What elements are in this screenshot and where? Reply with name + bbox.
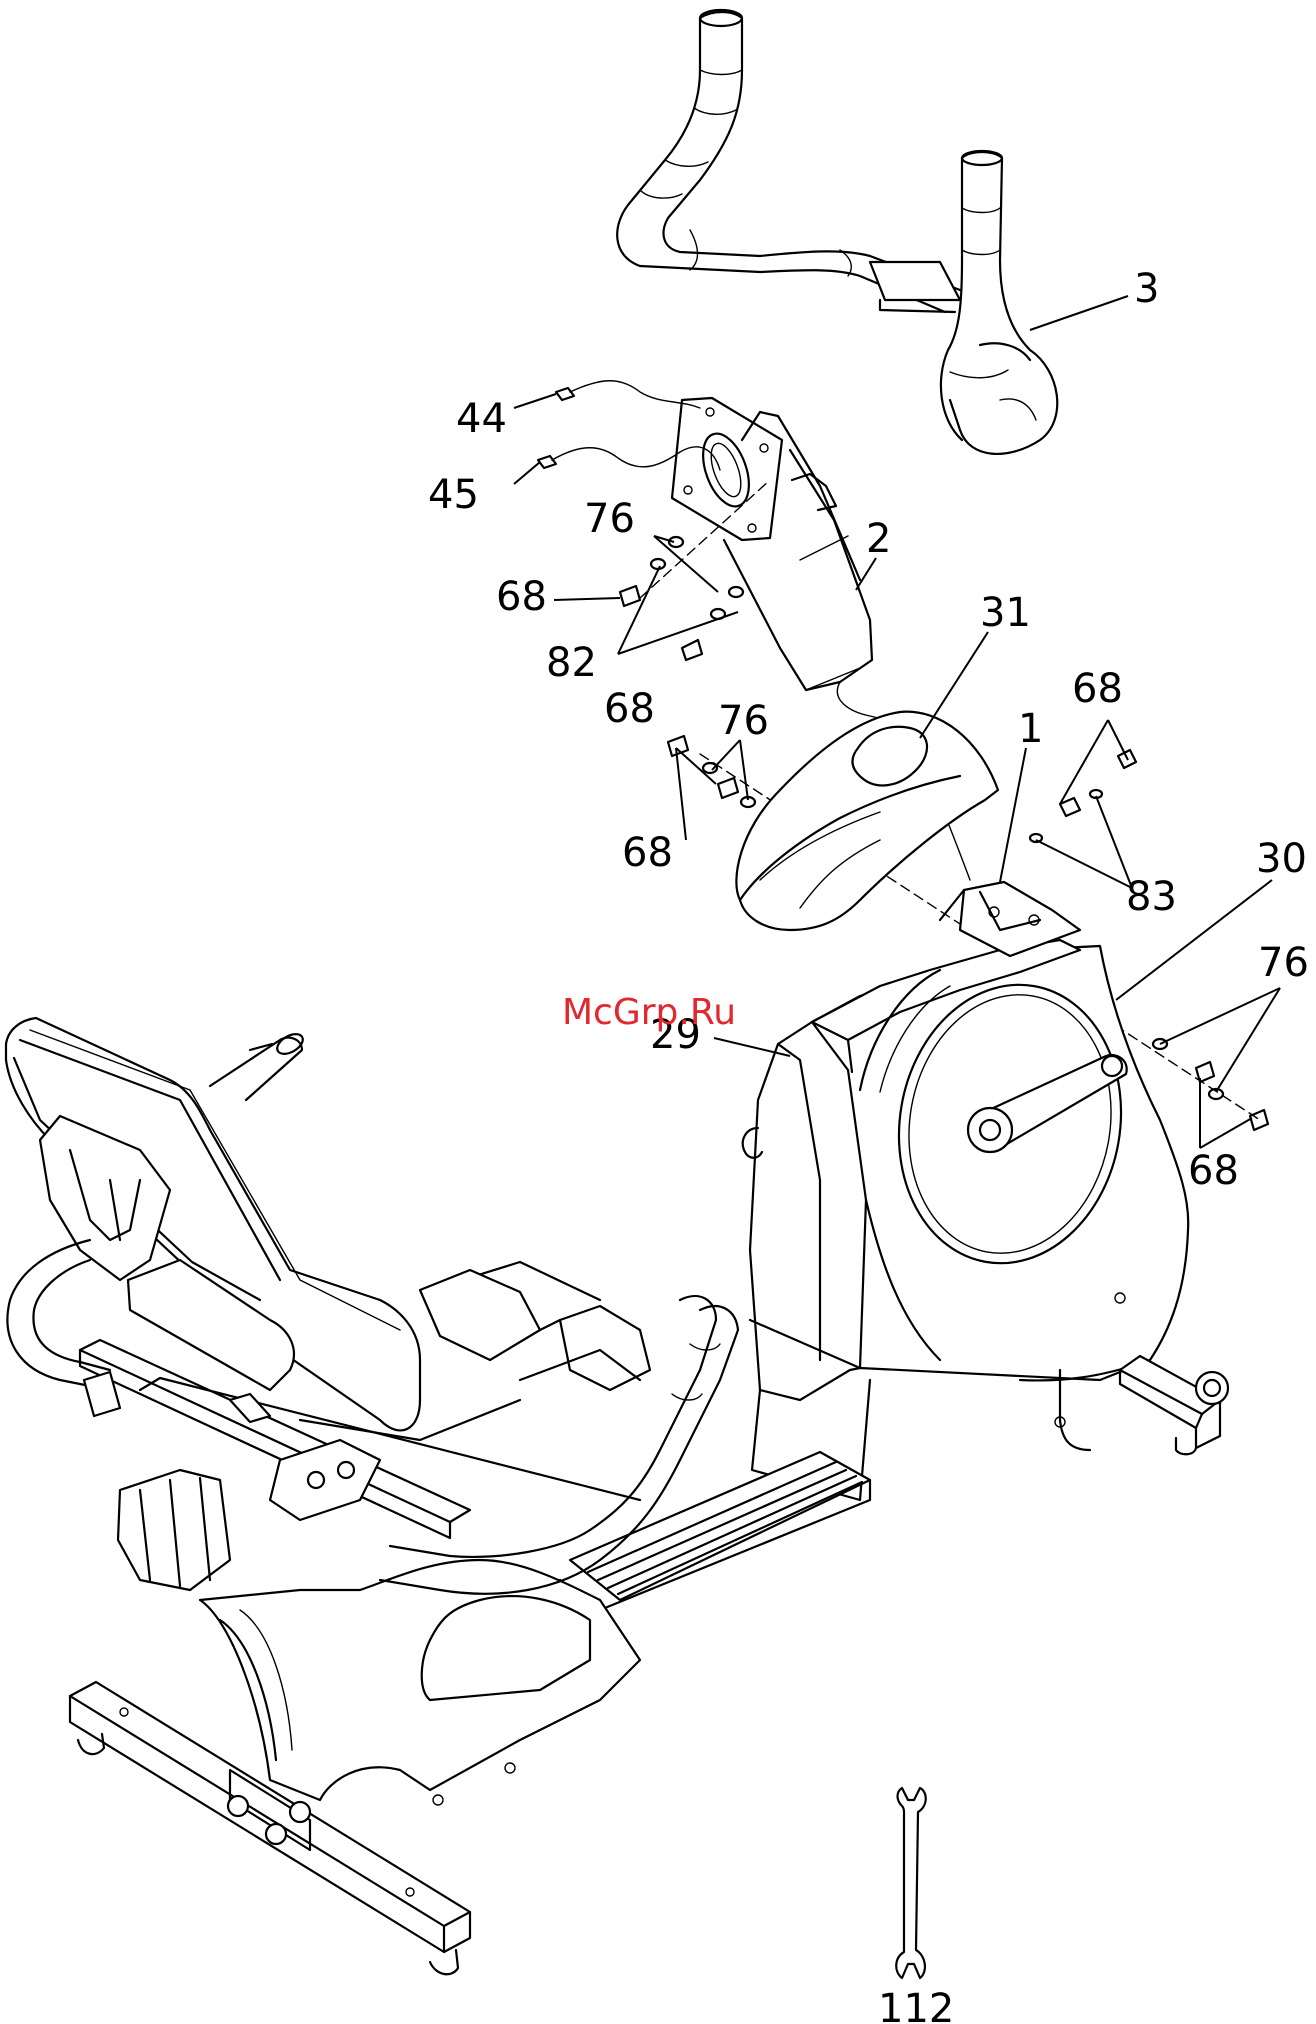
watermark: McGrp.Ru (562, 992, 736, 1033)
main-body-housing (743, 882, 1188, 1500)
callout-1: 1 (1018, 706, 1043, 752)
callout-44: 44 (456, 396, 507, 442)
callout-68: 68 (1072, 666, 1123, 712)
lower-curved-frame (200, 1560, 640, 1805)
wrench-icon (896, 1788, 926, 1978)
callout-83: 83 (1126, 874, 1177, 920)
callout-68: 68 (604, 686, 655, 732)
callout-82: 82 (546, 640, 597, 686)
callout-76: 76 (1258, 940, 1309, 986)
rear-stabilizer (1120, 1356, 1228, 1454)
callout-68: 68 (496, 574, 547, 620)
callout-3: 3 (1134, 266, 1159, 312)
callout-31: 31 (980, 590, 1031, 636)
callout-112: 112 (878, 1986, 954, 2024)
callout-76: 76 (584, 496, 635, 542)
callout-76: 76 (718, 698, 769, 744)
callout-45: 45 (428, 472, 479, 518)
seat-backrest (6, 1018, 420, 1430)
callout-68: 68 (1188, 1148, 1239, 1194)
handlebar-part-3 (617, 10, 1057, 454)
callout-30: 30 (1256, 836, 1307, 882)
callout-68: 68 (622, 830, 673, 876)
callout-2: 2 (866, 516, 891, 562)
